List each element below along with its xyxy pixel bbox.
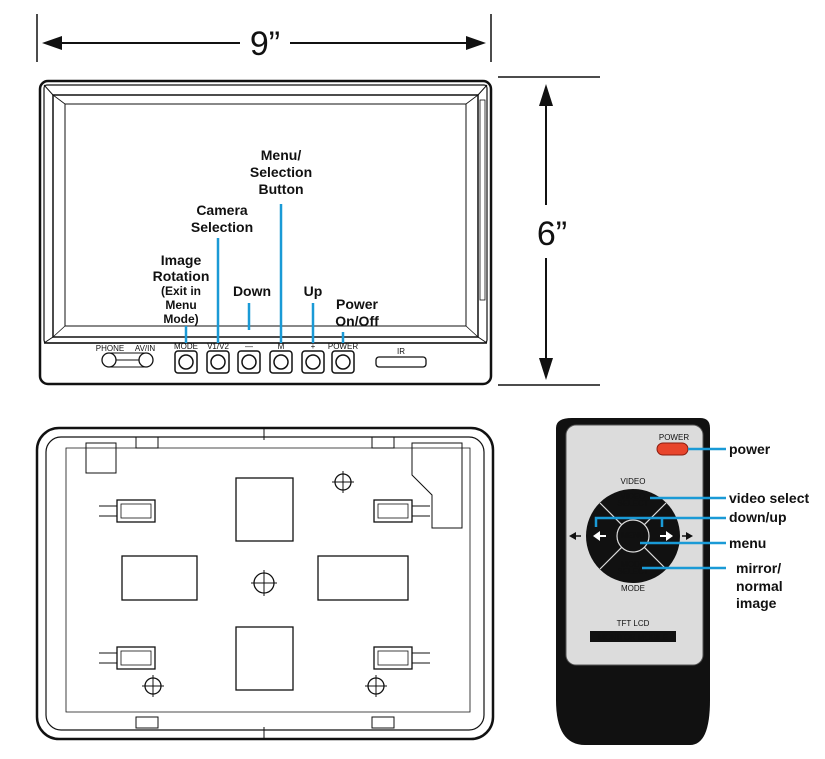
remote-power-text: POWER	[659, 433, 689, 442]
power-label-1: Power	[336, 296, 379, 312]
menu-button[interactable]	[269, 350, 293, 374]
remote-callout-lines	[594, 447, 726, 570]
height-dimension: 6”	[498, 76, 600, 386]
remote-video-select-text-1: VIDEO	[621, 492, 646, 501]
screw-hole-center	[251, 570, 277, 596]
camera-label-1: Camera	[196, 202, 248, 218]
rotation-label-4: Menu	[165, 298, 196, 312]
remote-video-select-text-2: SELECT	[617, 499, 648, 508]
menu-label-1: Menu/	[261, 147, 302, 163]
phone-text: PHONE	[96, 344, 124, 353]
power-button[interactable]	[331, 350, 355, 374]
width-dimension: 9”	[36, 14, 492, 63]
screw-hole-bottom-left	[142, 675, 164, 697]
v1v2-button[interactable]	[206, 350, 230, 374]
remote-menu-label: menu	[729, 535, 766, 551]
power-label-2: On/Off	[335, 313, 379, 329]
remote-mode-bottom-text: MODE	[621, 584, 645, 593]
right-arrow-icon[interactable]	[660, 531, 673, 541]
power-text: POWER	[328, 342, 358, 351]
remote-down-up-label: down/up	[729, 509, 787, 525]
remote-power-button[interactable]	[656, 442, 689, 456]
remote-power-label: power	[729, 441, 771, 457]
avin-text: AV/IN	[135, 344, 156, 353]
up-button[interactable]	[301, 350, 325, 374]
remote-brand-2: MONITOR MOBILE	[598, 633, 668, 642]
avin-jack	[138, 352, 154, 368]
minus-text: —	[245, 342, 253, 351]
menu-label-2: Selection	[250, 164, 312, 180]
v1v2-text: V1/V2	[207, 342, 229, 351]
down-button[interactable]	[237, 350, 261, 374]
monitor-front	[38, 79, 493, 386]
ir-sensor	[375, 356, 427, 368]
rotation-label-1: Image	[161, 252, 202, 268]
m-text: M	[278, 342, 285, 351]
rotation-label-2: Rotation	[153, 268, 210, 284]
mode-button[interactable]	[174, 350, 198, 374]
screw-hole-bottom-right	[365, 675, 387, 697]
remote-mirror-label-2: normal	[736, 578, 783, 594]
remote-video-select-label: video select	[729, 490, 809, 506]
rotation-label-5: Mode)	[163, 312, 198, 326]
remote-menu-text: MENU	[621, 531, 645, 540]
remote-labels: power video select down/up menu mirror/ …	[729, 441, 809, 611]
remote-mode-select-text-1: MODE	[621, 560, 645, 569]
menu-label-3: Button	[258, 181, 303, 197]
down-label: Down	[233, 283, 271, 299]
screw-hole-top	[332, 471, 354, 493]
monitor-labels: Menu/ Selection Button Camera Selection …	[153, 147, 379, 329]
monitor-control-panel: PHONE AV/IN MODE V1/V2 — M + POWER IR	[96, 342, 427, 374]
outer-right-arrow-icon	[682, 532, 693, 540]
plus-text: +	[311, 342, 316, 351]
remote-mirror-label-3: image	[736, 595, 777, 611]
camera-label-2: Selection	[191, 219, 253, 235]
remote-mirror-label-1: mirror/	[736, 560, 781, 576]
remote-mode-select-text-2: SELECT	[617, 567, 648, 576]
width-label: 9”	[250, 25, 280, 63]
outer-left-arrow-icon	[569, 532, 581, 540]
phone-jack	[101, 352, 117, 368]
remote-control: POWER VIDEO MENU VIDEO SELECT MODE SELEC…	[556, 418, 710, 745]
left-arrow-icon[interactable]	[593, 531, 606, 541]
monitor-back-plate	[35, 426, 495, 741]
remote-video-top-text: VIDEO	[621, 477, 646, 486]
mode-text: MODE	[174, 342, 198, 351]
remote-brand-1: TFT LCD	[617, 619, 650, 628]
up-label: Up	[304, 283, 323, 299]
monitor-callout-lines	[184, 204, 345, 343]
rotation-label-3: (Exit in	[161, 284, 201, 298]
ir-text: IR	[397, 347, 405, 356]
height-label: 6”	[537, 215, 567, 253]
